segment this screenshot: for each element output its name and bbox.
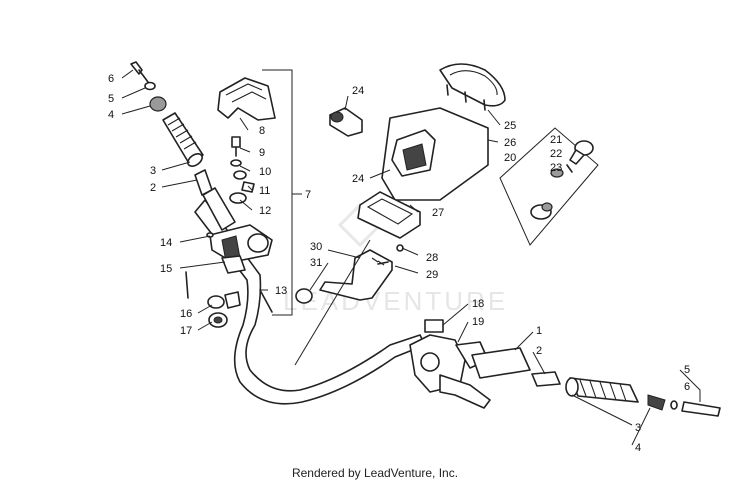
watermark: LEADVENTURE: [283, 202, 508, 316]
switch-group: [499, 127, 599, 246]
right-grip: [471, 347, 721, 417]
power-outlet: [329, 107, 363, 137]
callout-2: 2: [150, 182, 156, 194]
callout-10: 10: [259, 166, 271, 178]
callout-11: 11: [259, 185, 270, 197]
callout-2-right: 2: [536, 345, 542, 357]
group-7-bracket: [262, 69, 293, 316]
callout-4: 4: [108, 109, 114, 121]
callout-12: 12: [259, 205, 271, 217]
handlebar-cover: [217, 77, 276, 121]
callout-27: 27: [432, 207, 444, 219]
callout-24-top: 24: [352, 85, 364, 97]
callout-22: 22: [550, 148, 562, 160]
callout-19: 19: [472, 316, 484, 328]
callout-numbers: 6 5 4 3 2 8 9 10 11 12 7 14 15 13 16 17 …: [108, 73, 690, 454]
callout-1: 1: [536, 325, 542, 337]
leader-lines: [121, 69, 701, 446]
callout-15: 15: [160, 263, 172, 275]
callout-3: 3: [150, 165, 156, 177]
right-control-housing: [409, 319, 491, 409]
watermark-text: LEADVENTURE: [283, 286, 508, 316]
pod-base: [357, 191, 421, 252]
footer-credit: Rendered by LeadVenture, Inc.: [291, 466, 459, 480]
callout-26: 26: [504, 137, 516, 149]
clamp-assembly: [185, 224, 273, 328]
callout-30: 30: [310, 241, 322, 253]
bar-end-weight: [130, 61, 167, 112]
speedometer: [439, 63, 506, 111]
callout-18: 18: [472, 298, 484, 310]
callout-5: 5: [108, 93, 114, 105]
callout-13: 13: [275, 285, 287, 297]
callout-16: 16: [180, 308, 192, 320]
callout-6-right: 6: [684, 381, 690, 393]
callout-31: 31: [310, 257, 322, 269]
callout-17: 17: [180, 325, 192, 337]
callout-9: 9: [259, 147, 265, 159]
callout-8: 8: [259, 125, 265, 137]
callout-7: 7: [305, 189, 311, 201]
callout-14: 14: [160, 237, 172, 249]
callout-6: 6: [108, 73, 114, 85]
callout-28: 28: [426, 252, 438, 264]
callout-4-right: 4: [635, 442, 641, 454]
mount-bracket: [295, 249, 393, 304]
callout-3-right: 3: [635, 422, 641, 434]
callout-5-right: 5: [684, 364, 690, 376]
callout-20: 20: [504, 152, 516, 164]
callout-25: 25: [504, 120, 516, 132]
callout-29: 29: [426, 269, 438, 281]
callout-24-bottom: 24: [352, 173, 364, 185]
callout-23: 23: [550, 162, 562, 174]
callout-21: 21: [550, 134, 562, 146]
gauge-pod: [381, 107, 489, 201]
left-grip: [162, 112, 236, 231]
cover-hardware: [229, 136, 255, 204]
